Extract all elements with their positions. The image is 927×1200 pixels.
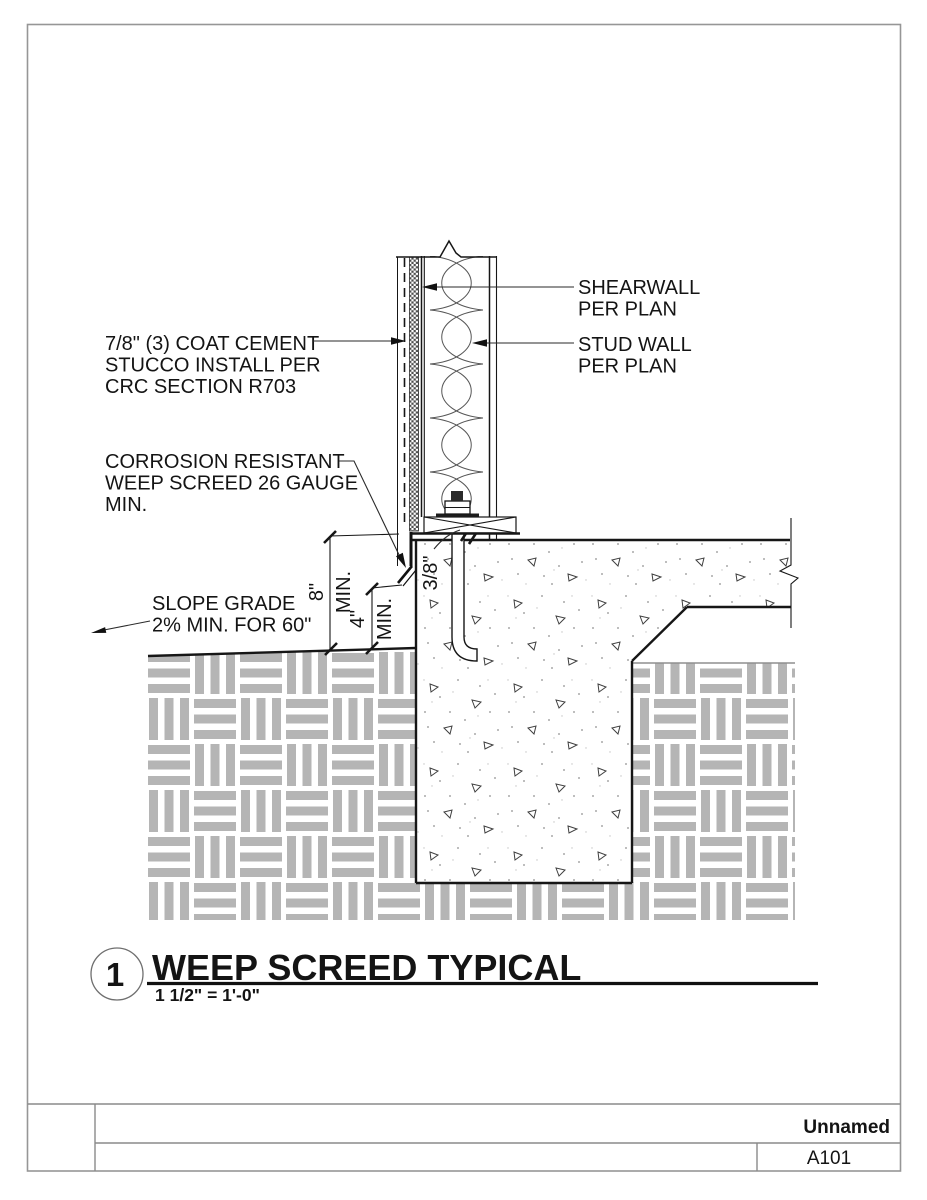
- leader-arrow-icon: [391, 337, 406, 345]
- leader-arrow-icon: [396, 552, 406, 568]
- label-slope-line1: SLOPE GRADE: [152, 593, 295, 615]
- label-stucco-line2: STUCCO INSTALL PER: [105, 355, 321, 377]
- label-stucco: 7/8" (3) COAT CEMENT STUCCO INSTALL PER …: [105, 333, 406, 398]
- dim-4in-value: 4": [347, 610, 369, 628]
- label-stud-wall: STUD WALL PER PLAN: [472, 334, 692, 378]
- project-name: Unnamed: [803, 1117, 890, 1138]
- stucco-layer: [409, 256, 419, 532]
- label-shearwall-line1: SHEARWALL: [578, 277, 700, 299]
- dimension-38in: 3/8": [420, 529, 461, 591]
- label-weep-line3: MIN.: [105, 494, 147, 516]
- detail-title-text: WEEP SCREED TYPICAL: [152, 947, 581, 988]
- sheet-number: A101: [807, 1148, 851, 1169]
- bolt-nut-washer: [436, 491, 479, 517]
- label-studwall-line1: STUD WALL: [578, 334, 692, 356]
- dimension-8in: 8" MIN.: [306, 530, 400, 656]
- dim-38in-value: 3/8": [420, 556, 442, 591]
- label-weep-line1: CORROSION RESISTANT: [105, 451, 345, 473]
- concrete-foundation: [412, 518, 800, 885]
- leader-arrow-icon: [422, 283, 437, 291]
- batt-insulation: [425, 256, 488, 517]
- sill-plate: [412, 516, 520, 535]
- label-studwall-line2: PER PLAN: [578, 356, 677, 378]
- wall-break-symbol: [396, 239, 497, 258]
- dimension-4in: 4" MIN.: [347, 582, 403, 655]
- label-shearwall: SHEARWALL PER PLAN: [422, 277, 700, 321]
- dim-8in-value: 8": [306, 583, 328, 601]
- detail-number-bubble: [90, 947, 144, 1001]
- dim-4in-suffix: MIN.: [374, 598, 396, 640]
- sheet-border: [26, 23, 902, 1172]
- dim-8in-suffix: MIN.: [333, 571, 355, 613]
- weep-screed: [396, 532, 417, 587]
- earth-hatch: [148, 648, 795, 920]
- title-block: Unnamed A101: [803, 1117, 890, 1169]
- label-stucco-line3: CRC SECTION R703: [105, 376, 296, 398]
- slab-break-line: [778, 518, 800, 628]
- label-weep-line2: WEEP SCREED 26 GAUGE: [105, 473, 358, 495]
- label-slope-grade: SLOPE GRADE 2% MIN. FOR 60": [91, 593, 311, 637]
- leader-arrow-icon: [91, 627, 107, 633]
- detail-number: 1: [106, 956, 124, 993]
- wall-assembly: [396, 239, 520, 587]
- label-slope-line2: 2% MIN. FOR 60": [152, 615, 311, 637]
- detail-title: 1 WEEP SCREED TYPICAL 1 1/2" = 1'-0": [90, 947, 818, 1005]
- label-weep-screed: CORROSION RESISTANT WEEP SCREED 26 GAUGE…: [105, 451, 406, 568]
- detail-scale: 1 1/2" = 1'-0": [155, 985, 260, 1005]
- label-shearwall-line2: PER PLAN: [578, 299, 677, 321]
- label-stucco-line1: 7/8" (3) COAT CEMENT: [105, 333, 319, 355]
- leader-arrow-icon: [472, 339, 487, 347]
